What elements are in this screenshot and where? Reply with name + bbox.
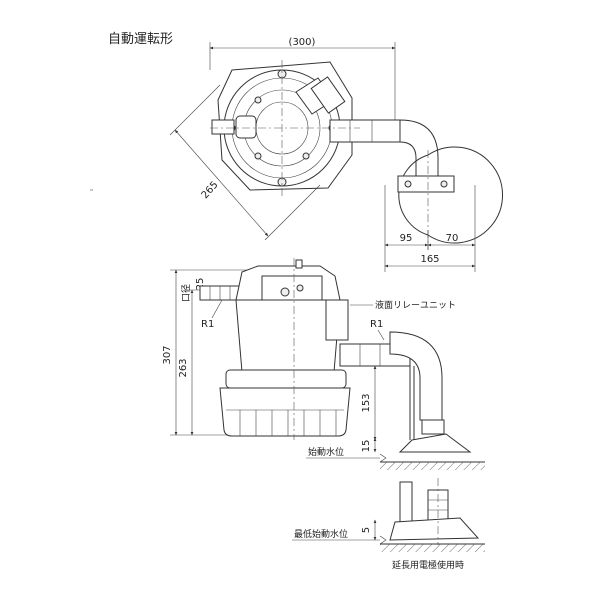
r1-left-label: R1 [201,319,214,330]
bolt-icon [254,152,262,160]
dim-153-label: 153 [361,393,372,412]
dim-165-label: 165 [420,254,439,265]
outlet-nozzle [211,119,235,135]
cable-gland [295,259,303,269]
detail-electrode [399,481,413,523]
pump-motor-body [235,299,341,373]
bolt-icon [302,152,310,160]
electrode-disk [427,146,504,244]
bore-label: 口径 [180,284,192,302]
relay-unit-side [325,299,349,341]
dim-263-label: 263 [178,358,189,377]
detail-view: 5 最低始動水位 延長用電極使用時 [292,478,485,571]
dim-265-label: 265 [200,180,221,202]
min-start-level-label: 最低始動水位 [294,528,348,540]
top-view: (300) 265 [169,37,504,272]
dim-5-label: 5 [361,527,372,533]
dim-300-label: (300) [289,37,316,48]
dim-307-label: 307 [162,345,173,364]
side-pipe-elbow [389,331,443,421]
detail-base [389,517,480,541]
water-level-marker-icon [379,453,387,463]
dim-95-label: 95 [400,233,413,244]
bore-value: 25 [195,278,206,291]
pump-base-strainer [219,387,351,437]
r1-right-label: R1 [370,319,383,330]
relay-unit-label: 液面リレーユニット [375,299,456,311]
electrode-base [398,433,472,453]
detail-caption: 延長用電極使用時 [392,559,464,571]
dim-line-265 [174,129,269,237]
discharge-pipe [329,119,401,143]
dim-15-label: 15 [361,440,372,453]
dim-70-label: 70 [446,233,459,244]
electrode-clamp [397,175,455,193]
start-level-label: 始動水位 [308,446,344,458]
water-level-marker-icon [379,535,387,545]
side-view: 307 263 口径 25 R1 [162,258,485,470]
drawing-title: 自動運転形 [108,32,173,47]
bolt-icon [254,96,262,104]
